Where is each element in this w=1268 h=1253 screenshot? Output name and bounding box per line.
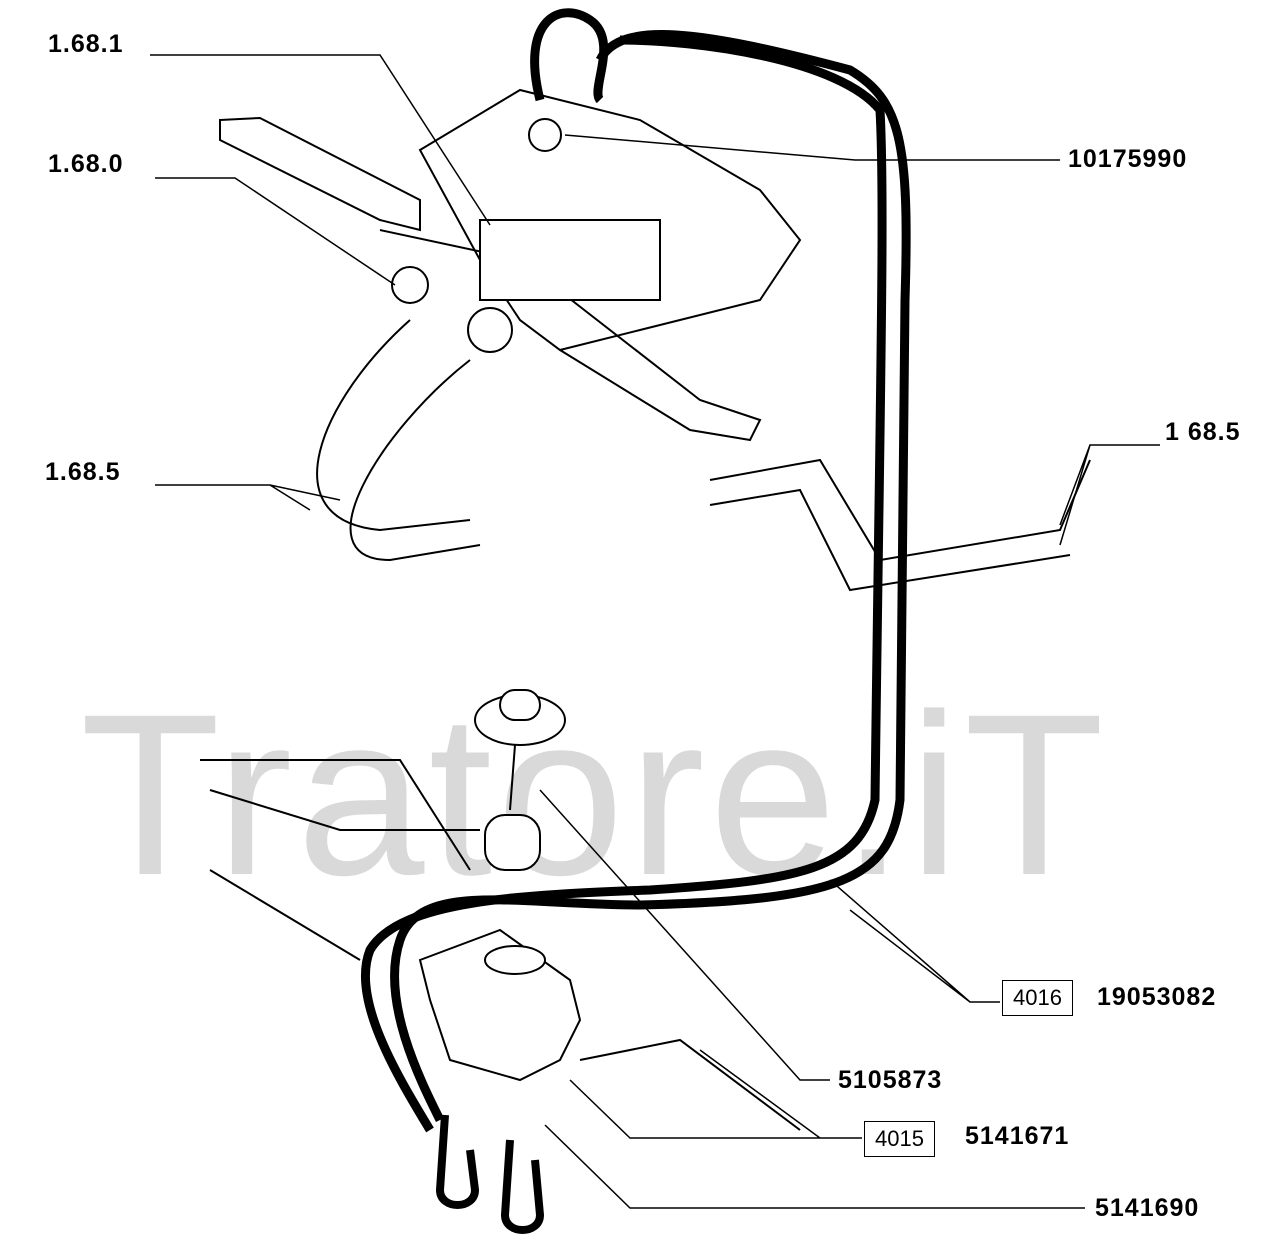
callout-1-68-0: 1.68.0 xyxy=(48,150,124,178)
filler-cap xyxy=(528,118,562,152)
ref-box-4016: 4016 xyxy=(1002,980,1073,1016)
valve-block xyxy=(479,219,661,301)
callout-10175990: 10175990 xyxy=(1068,145,1188,173)
mounting-arm xyxy=(219,116,421,232)
callout-1-68-5-left: 1.68.5 xyxy=(45,458,121,486)
fitting-center xyxy=(467,307,513,353)
ref-box-4015: 4015 xyxy=(864,1121,935,1157)
callout-1-68-1: 1.68.1 xyxy=(48,30,124,58)
callout-5141671: 5141671 xyxy=(965,1122,1070,1150)
watermark: Tratore.iT xyxy=(80,666,1109,923)
return-hose xyxy=(530,8,609,104)
callout-19053082: 19053082 xyxy=(1097,983,1217,1011)
callout-5105873: 5105873 xyxy=(838,1066,943,1094)
pipe-left xyxy=(316,319,471,532)
fitting-left xyxy=(391,266,429,304)
callout-1-68-5-right: 1 68.5 xyxy=(1165,418,1241,446)
u-hose xyxy=(435,1114,480,1209)
callout-5141690: 5141690 xyxy=(1095,1194,1200,1222)
